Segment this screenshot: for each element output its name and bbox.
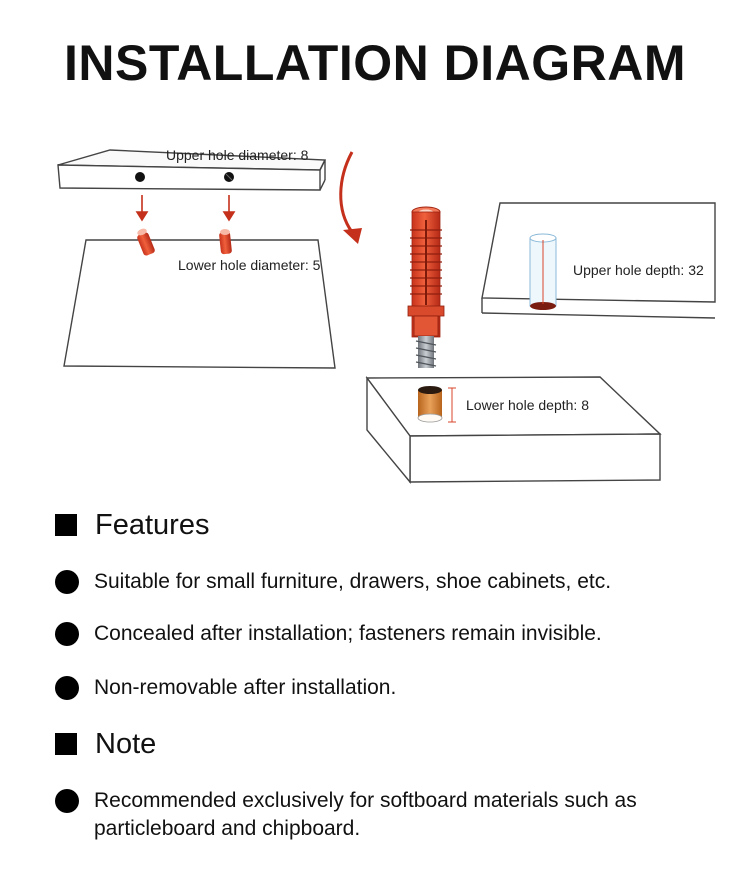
list-item: Non-removable after installation. — [55, 676, 720, 702]
upper-hole-depth-indicator — [529, 233, 557, 310]
square-bullet-icon — [55, 514, 77, 536]
fastener-icon — [407, 206, 445, 368]
bullet-icon — [55, 570, 79, 594]
feature-text: Non-removable after installation. — [94, 676, 397, 699]
list-item: Suitable for small furniture, drawers, s… — [55, 570, 720, 596]
square-bullet-icon — [55, 733, 77, 755]
features-heading: Features — [55, 508, 209, 542]
label-lower-hole-diameter: Lower hole diameter: 5 — [178, 257, 321, 273]
label-upper-hole-diameter: Upper hole diameter: 8 — [166, 147, 309, 163]
features-heading-text: Features — [95, 508, 210, 541]
feature-text: Suitable for small furniture, drawers, s… — [94, 570, 612, 593]
label-lower-hole-depth: Lower hole depth: 8 — [466, 397, 589, 413]
bullet-icon — [55, 622, 79, 646]
upper-board-left — [57, 149, 327, 191]
note-text: Recommended exclusively for softboard ma… — [94, 789, 637, 840]
lower-hole-depth-indicator — [417, 386, 456, 423]
lower-board-left — [63, 239, 336, 369]
feature-text: Concealed after installation; fasteners … — [94, 622, 602, 645]
bullet-icon — [55, 789, 79, 813]
lower-board-right — [365, 375, 662, 484]
note-heading-text: Note — [95, 727, 157, 760]
list-item: Recommended exclusively for softboard ma… — [55, 789, 720, 843]
small-dowel-right — [219, 229, 232, 255]
installation-diagram: Upper hole diameter: 8 Lower hole diamet… — [57, 147, 716, 484]
page-title: INSTALLATION DIAGRAM — [64, 35, 686, 91]
curved-arrow-icon — [339, 151, 362, 244]
list-item: Concealed after installation; fasteners … — [55, 622, 720, 648]
label-upper-hole-depth: Upper hole depth: 32 — [573, 262, 704, 278]
small-dowel-left — [137, 228, 155, 256]
upper-board-right — [481, 202, 716, 319]
upper-hole-left — [135, 172, 145, 182]
down-arrow-icon — [135, 195, 236, 222]
bullet-icon — [55, 676, 79, 700]
note-heading: Note — [55, 727, 156, 761]
